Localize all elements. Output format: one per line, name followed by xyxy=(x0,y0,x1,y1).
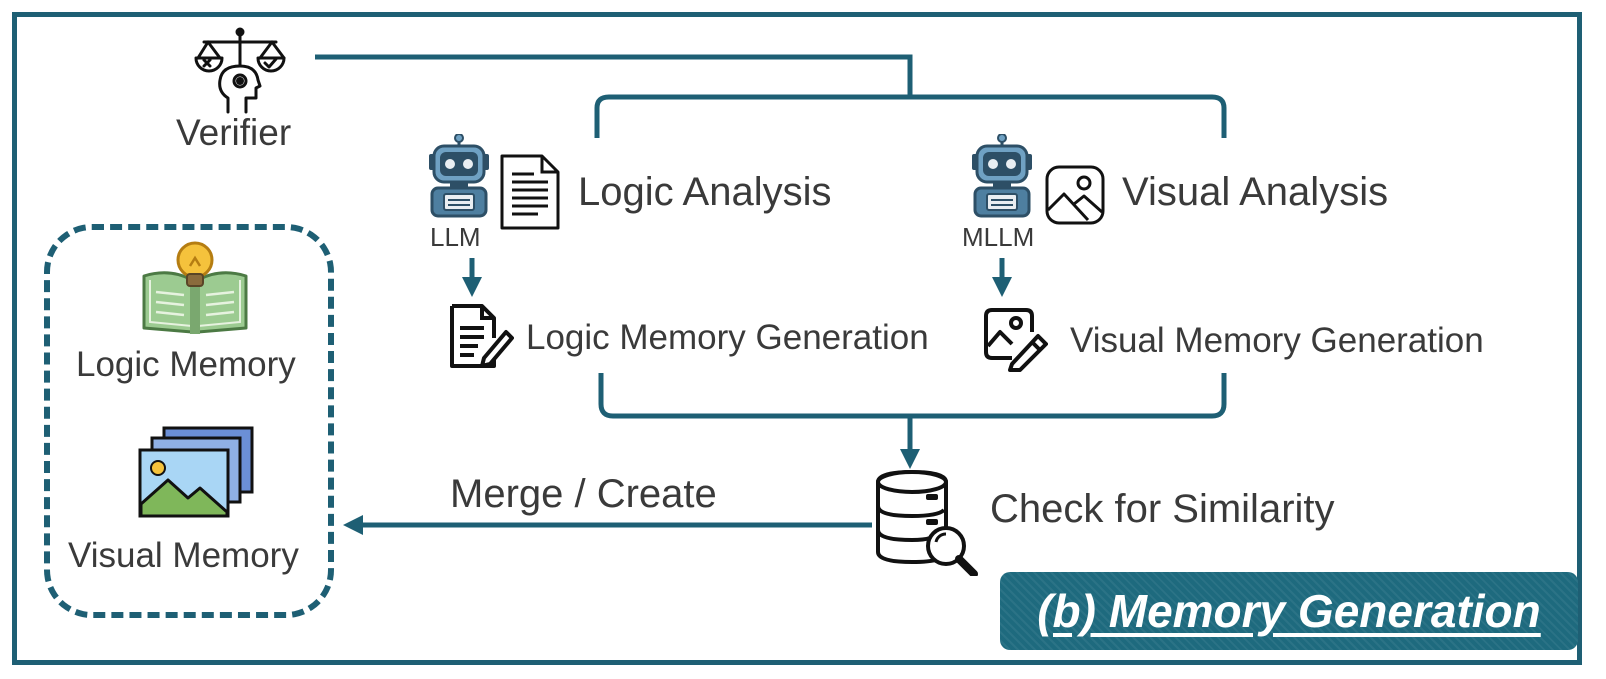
verifier-connector xyxy=(315,54,913,97)
merge-create-label: Merge / Create xyxy=(450,472,717,516)
visual-analysis-label: Visual Analysis xyxy=(1122,170,1389,214)
image-icon xyxy=(1045,165,1105,225)
verifier-label: Verifier xyxy=(176,112,292,153)
section-badge: (b) Memory Generation xyxy=(1000,572,1578,650)
mllm-label: MLLM xyxy=(962,222,1035,252)
bottom-bracket xyxy=(598,373,1227,419)
llm-label: LLM xyxy=(430,222,481,252)
section-badge-label: (b) Memory Generation xyxy=(1037,585,1541,637)
document-icon xyxy=(500,154,560,230)
image-stack-icon xyxy=(138,426,254,518)
logic-analysis-label: Logic Analysis xyxy=(578,170,832,214)
visual-memory-label: Visual Memory xyxy=(68,536,299,575)
book-lightbulb-icon xyxy=(142,241,248,334)
image-edit-icon xyxy=(984,308,1048,372)
diagram-frame xyxy=(12,12,1582,665)
check-similarity-label: Check for Similarity xyxy=(990,487,1335,531)
document-edit-icon xyxy=(450,304,514,368)
visual-memory-generation-label: Visual Memory Generation xyxy=(1070,321,1484,360)
robot-icon xyxy=(429,134,489,218)
logic-memory-generation-label: Logic Memory Generation xyxy=(526,318,929,357)
memory-store xyxy=(44,224,334,618)
verifier-scale-head-icon xyxy=(194,27,286,114)
database-search-icon xyxy=(876,470,978,576)
logic-memory-label: Logic Memory xyxy=(76,345,296,384)
robot-icon xyxy=(972,134,1032,218)
top-bracket xyxy=(594,94,1227,138)
